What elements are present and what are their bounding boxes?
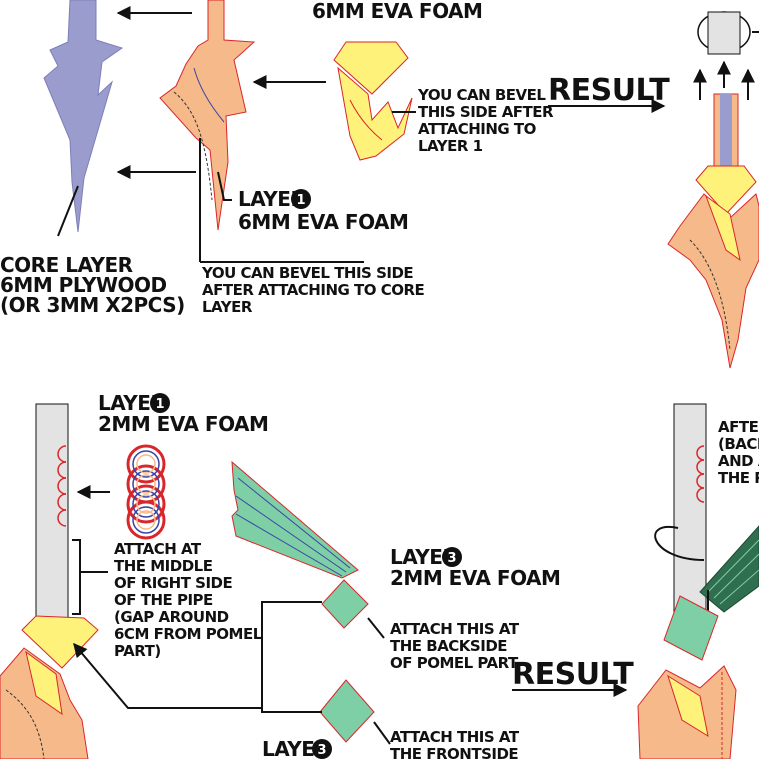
svg-text:3: 3 xyxy=(447,551,456,566)
core-label: CORE LAYER 6MM PLYWOOD (OR 3MM X2PCS) xyxy=(0,253,185,317)
svg-text:6MM PLYWOOD: 6MM PLYWOOD xyxy=(0,273,167,297)
bottom-result-label: RESULT xyxy=(512,657,634,692)
svg-text:2MM EVA FOAM: 2MM EVA FOAM xyxy=(390,566,560,590)
svg-text:THE MIDDLE: THE MIDDLE xyxy=(114,557,213,575)
svg-text:OF POMEL PART: OF POMEL PART xyxy=(390,654,519,672)
bevel-note: YOU CAN BEVEL THIS SIDE AFTER ATTACHING … xyxy=(417,86,555,155)
svg-text:THIS SIDE AFTER: THIS SIDE AFTER xyxy=(418,103,554,121)
svg-text:CORE LAYER: CORE LAYER xyxy=(0,253,133,277)
bottom-guard-shape xyxy=(0,615,99,759)
after-note: AFTER (BACKS AND AT THE PI xyxy=(718,418,759,487)
svg-text:(OR 3MM X2PCS): (OR 3MM X2PCS) xyxy=(0,293,185,317)
bottom-arrows xyxy=(72,485,628,745)
svg-text:AFTER ATTACHING TO CORE: AFTER ATTACHING TO CORE xyxy=(202,281,425,299)
attach-middle-note: ATTACH AT THE MIDDLE OF RIGHT SIDE OF TH… xyxy=(114,540,263,660)
layer2-material-label: 6MM EVA FOAM xyxy=(312,0,482,23)
layer3-bottom-label: LAYER 3 xyxy=(262,737,332,759)
layer3-blade-shape xyxy=(231,460,375,743)
svg-text:2MM EVA FOAM: 2MM EVA FOAM xyxy=(98,412,268,436)
svg-text:AFTER: AFTER xyxy=(718,418,759,436)
layer3-label: LAYER 3 2MM EVA FOAM xyxy=(390,545,561,590)
svg-text:LAYER: LAYER xyxy=(202,298,253,316)
svg-text:THE BACKSIDE: THE BACKSIDE xyxy=(390,637,507,655)
svg-text:AND AT: AND AT xyxy=(718,452,759,470)
attach-back-note: ATTACH THIS AT THE BACKSIDE OF POMEL PAR… xyxy=(390,620,520,672)
svg-text:OF THE PIPE: OF THE PIPE xyxy=(114,591,213,609)
svg-text:6MM EVA FOAM: 6MM EVA FOAM xyxy=(238,210,408,234)
top-result-label: RESULT xyxy=(548,73,670,108)
svg-text:1: 1 xyxy=(155,397,164,412)
svg-text:(BACKS: (BACKS xyxy=(718,435,759,453)
svg-text:THE PI: THE PI xyxy=(718,469,759,487)
top-leaders xyxy=(57,138,364,263)
svg-text:YOU CAN BEVEL: YOU CAN BEVEL xyxy=(417,86,546,104)
svg-text:PART): PART) xyxy=(114,642,161,660)
svg-text:1: 1 xyxy=(296,193,305,208)
svg-text:YOU CAN BEVEL THIS SIDE: YOU CAN BEVEL THIS SIDE xyxy=(201,264,413,282)
svg-text:LAYER: LAYER xyxy=(262,737,329,759)
top-arrows xyxy=(116,6,666,179)
top-result-assembly xyxy=(667,11,759,369)
bottom-layer1-label: LAYER 1 2MM EVA FOAM xyxy=(98,391,269,436)
pommel-pipe xyxy=(35,403,69,627)
svg-text:6CM FROM POMEL: 6CM FROM POMEL xyxy=(114,625,263,643)
svg-text:LAYER 1: LAYER 1 xyxy=(418,137,483,155)
layer1-label: LAYER 1 6MM EVA FOAM xyxy=(238,187,409,234)
core-layer-shape xyxy=(43,0,124,233)
core-bevel-note: YOU CAN BEVEL THIS SIDE AFTER ATTACHING … xyxy=(201,264,425,316)
svg-text:THE FRONTSIDE: THE FRONTSIDE xyxy=(390,745,518,759)
attach-front-note: ATTACH THIS AT THE FRONTSIDE xyxy=(390,728,520,759)
svg-text:OF RIGHT SIDE: OF RIGHT SIDE xyxy=(114,574,233,592)
svg-text:3: 3 xyxy=(317,743,326,758)
bottom-result-assembly xyxy=(637,403,759,759)
svg-text:ATTACH THIS AT: ATTACH THIS AT xyxy=(390,620,520,638)
svg-text:ATTACH AT: ATTACH AT xyxy=(114,540,202,558)
layer1-foam-shape xyxy=(159,0,256,231)
svg-text:ATTACHING TO: ATTACHING TO xyxy=(418,120,536,138)
layer1-rings-shape xyxy=(126,444,166,540)
layer2-guard-shape xyxy=(333,41,413,161)
svg-text:ATTACH THIS AT: ATTACH THIS AT xyxy=(390,728,520,746)
svg-text:(GAP AROUND: (GAP AROUND xyxy=(114,608,229,626)
